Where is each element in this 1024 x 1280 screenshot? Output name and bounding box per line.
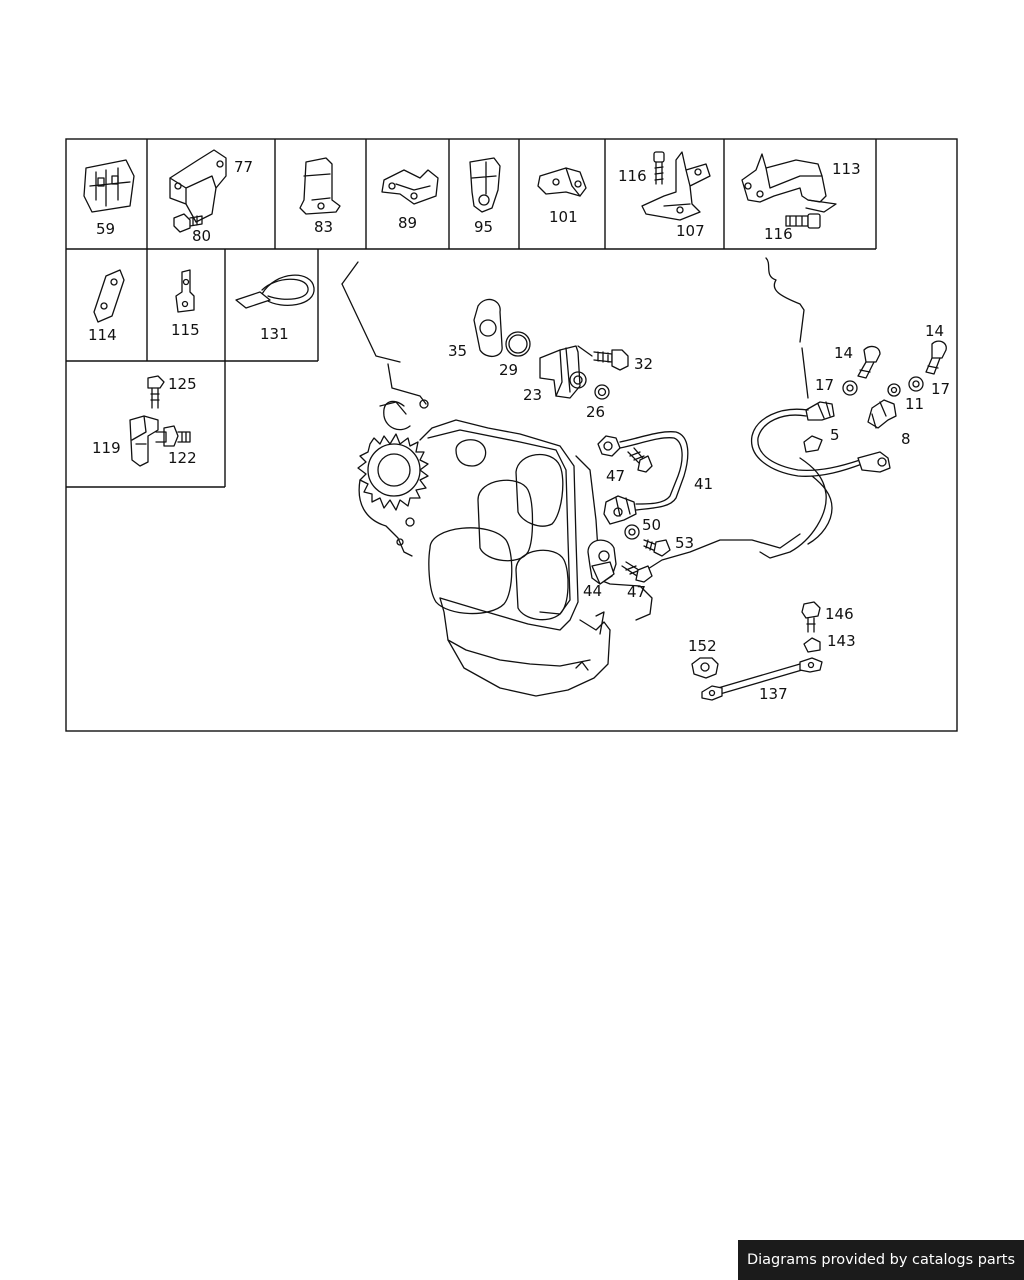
callout-17-left: 17 (815, 376, 834, 394)
part-14-bolt-b (925, 340, 947, 375)
callout-26: 26 (586, 403, 605, 421)
diagram-frame (65, 138, 958, 732)
part-107-bracket (641, 151, 711, 221)
callout-8: 8 (901, 430, 911, 448)
part-23-sensor (539, 345, 587, 399)
part-17-washer-a (842, 380, 858, 396)
part-47-bolt-a (627, 447, 653, 473)
callout-146: 146 (825, 605, 854, 623)
part-113-bracket (741, 153, 837, 213)
part-8-sensor (867, 399, 897, 429)
part-131-cable-tie (235, 274, 315, 309)
part-116-bolt-b (785, 213, 821, 229)
label-116-bottom: 116 (764, 225, 793, 243)
part-47-bolt-b (621, 561, 653, 583)
callout-5: 5 (830, 426, 840, 444)
callout-35: 35 (448, 342, 467, 360)
part-101-bracket (537, 167, 587, 197)
callout-143: 143 (827, 632, 856, 650)
label-125: 125 (168, 375, 197, 393)
part-137-ground-strap (701, 657, 823, 701)
callout-32: 32 (634, 355, 653, 373)
label-116-top: 116 (618, 167, 647, 185)
part-115-clip (175, 269, 195, 313)
label-83: 83 (314, 218, 333, 236)
label-59: 59 (96, 220, 115, 238)
callout-41: 41 (694, 475, 713, 493)
part-114-plate (93, 269, 125, 323)
part-116-bolt-a (653, 151, 665, 185)
callout-14-right: 14 (925, 322, 944, 340)
part-35-gasket (473, 298, 503, 357)
engine-block (341, 257, 833, 697)
label-95: 95 (474, 218, 493, 236)
part-80-bolt (173, 213, 203, 233)
part-83-bracket (299, 157, 341, 215)
label-114: 114 (88, 326, 117, 344)
part-11-washer (887, 383, 901, 397)
part-17-washer-b (908, 376, 924, 392)
part-29-o-ring (505, 331, 531, 357)
part-146-bolt (801, 601, 821, 633)
callout-17-right: 17 (931, 380, 950, 398)
label-122: 122 (168, 449, 197, 467)
part-32-bolt (577, 345, 629, 371)
callout-152: 152 (688, 637, 717, 655)
label-89: 89 (398, 214, 417, 232)
part-50-washer (624, 524, 640, 540)
part-95-bracket (469, 157, 501, 213)
callout-50: 50 (642, 516, 661, 534)
label-131: 131 (260, 325, 289, 343)
callout-labels: 35 29 23 26 32 14 14 17 17 11 5 8 47 41 … (448, 322, 950, 703)
part-14-bolt-a (857, 345, 881, 379)
label-107: 107 (676, 222, 705, 240)
callout-23: 23 (523, 386, 542, 404)
part-5-sensor-cable (751, 401, 891, 477)
part-44-knock-sensor (587, 539, 617, 585)
callout-137: 137 (759, 685, 788, 703)
part-119-bracket (129, 415, 159, 467)
part-41-sensor-cable (597, 431, 689, 525)
part-26-washer (594, 384, 610, 400)
label-119: 119 (92, 439, 121, 457)
callout-47-top: 47 (606, 467, 625, 485)
callout-53: 53 (675, 534, 694, 552)
label-115: 115 (171, 321, 200, 339)
part-77-bracket (169, 149, 227, 223)
credit-banner: Diagrams provided by catalogs parts (738, 1240, 1024, 1280)
part-125-bolt (147, 375, 165, 409)
label-101: 101 (549, 208, 578, 226)
part-53-bolt (643, 539, 671, 557)
callout-44: 44 (583, 582, 602, 600)
part-89-bracket (381, 169, 439, 205)
label-80: 80 (192, 227, 211, 245)
callout-47-bottom: 47 (627, 583, 646, 601)
cell-labels: 59 77 80 83 89 95 101 116 107 113 116 11… (88, 158, 861, 467)
callout-11: 11 (905, 395, 924, 413)
callout-29: 29 (499, 361, 518, 379)
part-122-bolt (155, 425, 191, 447)
label-77: 77 (234, 158, 253, 176)
part-152-nut (691, 657, 719, 679)
part-143-washer (803, 637, 821, 653)
part-59-clip (83, 159, 135, 213)
callout-14-left: 14 (834, 344, 853, 362)
label-113: 113 (832, 160, 861, 178)
